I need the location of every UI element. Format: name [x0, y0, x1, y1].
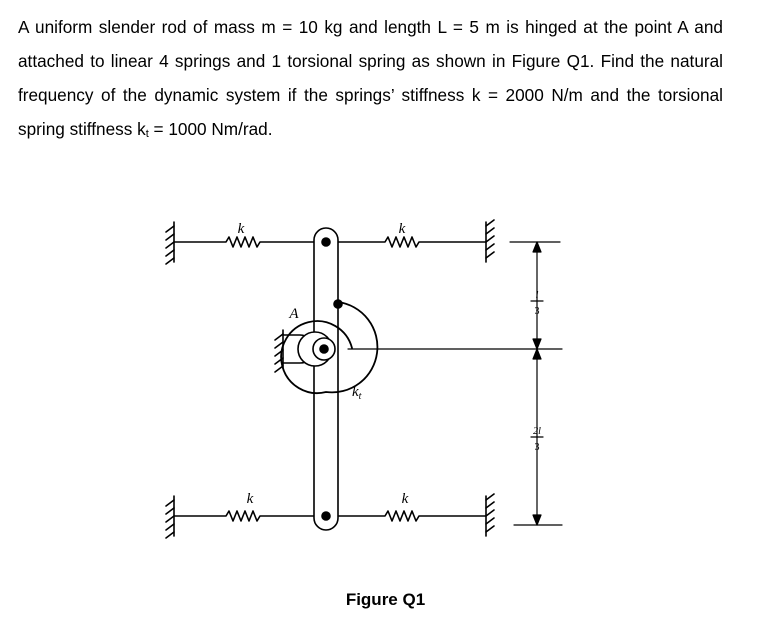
spring-bottom-right: [325, 510, 487, 522]
wall-top-left: [165, 221, 175, 265]
wall-top-right: [485, 219, 495, 263]
label-k-top-left: k: [238, 221, 245, 237]
wall-bottom-right: [485, 493, 495, 537]
label-torsional-k: kt: [352, 384, 362, 402]
torsional-spring-end: [333, 299, 343, 309]
label-dim-top-num: l: [536, 290, 539, 301]
label-dim-bottom-num: 2l: [533, 426, 541, 437]
problem-statement: A uniform slender rod of mass m = 10 kg …: [18, 10, 723, 151]
problem-text: A uniform slender rod of mass m = 10 kg …: [18, 17, 723, 139]
rod-bottom-pin: [321, 511, 331, 521]
dimension-line: [509, 241, 563, 526]
label-k-top-right: k: [399, 221, 406, 237]
slender-rod: [313, 227, 339, 531]
spring-bottom-left: [173, 510, 327, 522]
label-k-bottom-right: k: [402, 491, 409, 507]
rod-top-pin: [321, 237, 331, 247]
label-dim-bottom-den: 3: [535, 442, 540, 453]
hinge-a: [274, 329, 336, 373]
label-dim-top-den: 3: [535, 306, 540, 317]
figure-caption: Figure Q1: [345, 590, 426, 609]
problem-subscript: t: [145, 128, 149, 140]
spring-top-right: [325, 236, 487, 248]
spring-top-left: [173, 236, 327, 248]
label-hinge-a: A: [288, 306, 299, 322]
problem-text-end: = 1000 Nm/rad.: [148, 119, 273, 139]
label-k-bottom-left: k: [247, 491, 254, 507]
torsional-spring: [280, 301, 379, 394]
wall-bottom-left: [165, 495, 175, 539]
